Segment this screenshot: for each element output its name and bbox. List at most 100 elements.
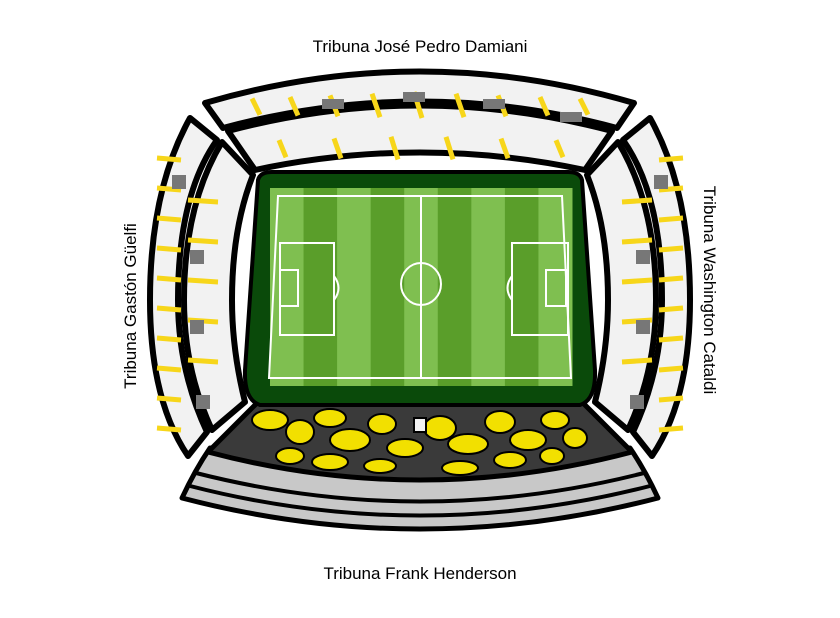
seat-block: [251, 409, 289, 431]
north-stand-inner-tier[interactable]: [225, 102, 615, 173]
north-aisles: [249, 91, 591, 161]
stand-label-south: Tribuna Frank Henderson: [323, 564, 516, 583]
aisle-marker: [369, 92, 383, 118]
aisle-marker: [553, 139, 566, 159]
vomitory: [560, 112, 582, 122]
pitch-markings: [267, 195, 573, 379]
vomitory: [196, 395, 210, 409]
aisle-marker: [187, 197, 219, 205]
pitch-stripe: [370, 188, 405, 386]
aisle-marker: [658, 185, 684, 193]
aisle-marker: [621, 237, 653, 245]
west-stand-outer-tier[interactable]: [147, 115, 220, 459]
aisle-marker: [187, 277, 219, 285]
aisle-marker: [156, 305, 182, 313]
stand-label-west: Tribuna Gastón Güelfi: [121, 223, 140, 389]
vomitory: [483, 99, 505, 109]
south-stand[interactable]: [179, 399, 661, 532]
east-aisles: [621, 155, 684, 433]
seat-block: [313, 408, 347, 428]
stand-label-east: Tribuna Washington Cataldi: [700, 186, 719, 395]
stand-label-north: Tribuna José Pedro Damiani: [313, 37, 528, 56]
east-stand[interactable]: [584, 115, 693, 459]
aisle-marker: [156, 425, 182, 433]
vomitory: [654, 175, 668, 189]
center-circle: [400, 262, 442, 306]
aisle-marker: [443, 136, 456, 161]
south-lower-pattern: [251, 408, 588, 476]
aisle-marker: [156, 395, 182, 403]
aisle-marker: [287, 95, 301, 117]
north-stand[interactable]: [202, 68, 637, 173]
seat-block: [423, 415, 457, 441]
pitch-stripes: [270, 188, 573, 386]
aisle-marker: [156, 215, 182, 223]
right-penalty-box: [511, 242, 569, 336]
aisle-marker: [187, 357, 219, 365]
aisle-marker: [276, 139, 289, 159]
touchline: [267, 195, 573, 379]
aisle-marker: [621, 357, 653, 365]
aisle-marker: [658, 245, 684, 253]
aisle-marker: [658, 215, 684, 223]
aisle-marker: [577, 97, 591, 116]
aisle-marker: [658, 305, 684, 313]
aisle-marker: [658, 335, 684, 343]
aisle-marker: [331, 137, 344, 160]
aisle-marker: [388, 136, 401, 161]
seat-block: [540, 410, 570, 430]
pitch-stripe: [337, 188, 372, 386]
seat-block: [329, 428, 371, 452]
pitch-stripe: [437, 188, 472, 386]
pitch-stripe: [471, 188, 506, 386]
seat-block: [363, 458, 397, 474]
aisle-marker: [621, 197, 653, 205]
aisle-marker: [187, 237, 219, 245]
aisle-marker: [156, 185, 182, 193]
aisle-marker: [658, 395, 684, 403]
seat-block: [386, 438, 424, 458]
seat-block: [367, 413, 397, 435]
seat-block: [447, 433, 489, 455]
south-walkway: [413, 417, 427, 433]
left-goal-box: [279, 269, 299, 307]
vomitory: [190, 320, 204, 334]
aisle-marker: [156, 275, 182, 283]
west-stand[interactable]: [147, 115, 256, 459]
aisle-marker: [498, 137, 511, 160]
aisle-marker: [658, 425, 684, 433]
pitch: [242, 170, 598, 407]
vomitory: [172, 175, 186, 189]
aisle-marker: [156, 365, 182, 373]
left-penalty-arc: [333, 275, 340, 301]
east-stand-outer-tier[interactable]: [620, 115, 693, 459]
aisle-marker: [156, 245, 182, 253]
vomitory: [190, 250, 204, 264]
vomitory: [403, 92, 425, 102]
aisle-marker: [156, 155, 182, 163]
vomitory: [630, 395, 644, 409]
seat-block: [562, 427, 588, 449]
vomitory: [636, 320, 650, 334]
pitch-stripe: [303, 188, 338, 386]
aisle-marker: [658, 155, 684, 163]
right-goal-box: [545, 269, 567, 307]
seat-block: [311, 453, 349, 471]
aisle-marker: [249, 97, 263, 116]
aisle-marker: [658, 275, 684, 283]
vomitory: [322, 99, 344, 109]
seat-block: [539, 447, 565, 465]
vomitory: [636, 250, 650, 264]
aisle-marker: [453, 92, 467, 118]
seat-block: [484, 410, 516, 434]
seat-block: [441, 460, 479, 476]
aisle-marker: [658, 365, 684, 373]
aisle-marker: [537, 96, 551, 117]
pitch-stripe: [504, 188, 539, 386]
right-penalty-arc: [506, 275, 513, 301]
seat-block: [509, 429, 547, 451]
aisle-marker: [156, 335, 182, 343]
seat-block: [285, 419, 315, 445]
